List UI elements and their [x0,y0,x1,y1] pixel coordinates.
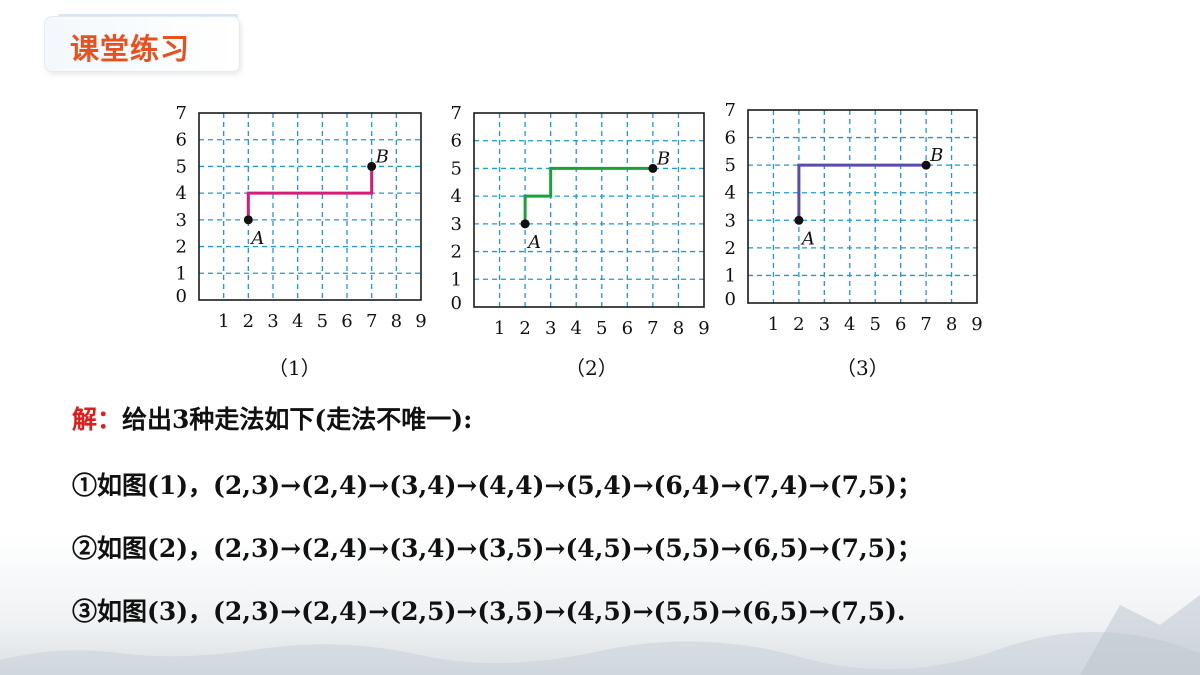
y-tick-label: 1 [176,263,187,284]
x-tick-label: 5 [596,318,607,339]
y-tick-label: 5 [451,158,462,179]
route-path [246,166,374,220]
solution-label: 解： [72,405,123,434]
x-tick-label: 1 [218,311,229,332]
figure-caption-2: （2） [565,356,618,380]
point-a-label: A [526,232,541,253]
x-tick-label: 2 [793,314,804,335]
y-tick-label: 1 [451,269,462,290]
x-tick-label: 2 [243,311,254,332]
x-tick-label: 8 [673,318,684,339]
route-path [797,163,927,221]
point-b-label: B [929,145,943,166]
x-tick-label: 6 [622,318,633,339]
y-tick-label: 6 [451,131,462,152]
x-tick-label: 9 [698,318,709,339]
x-tick-label: 5 [869,314,880,335]
route-path [523,166,653,224]
y-tick-label: 7 [451,103,462,124]
point-b [921,160,931,170]
point-b [367,161,377,171]
figure-caption-3: （3） [836,356,889,380]
y-tick-label: 0 [725,289,736,310]
x-tick-label: 1 [494,318,505,339]
point-a [520,219,530,229]
y-tick-label: 5 [176,156,187,177]
y-tick-label: 0 [451,293,462,314]
x-tick-label: 8 [391,311,402,332]
y-tick-label: 6 [176,130,187,151]
point-a-label: A [249,228,264,249]
y-tick-label: 2 [725,238,736,259]
x-tick-label: 3 [545,318,556,339]
y-tick-label: 7 [176,103,187,124]
y-tick-label: 1 [725,265,736,286]
point-b-label: B [656,148,670,169]
grid-frame [473,112,705,308]
y-tick-label: 4 [451,186,462,207]
grid-frame [198,112,422,301]
x-tick-label: 4 [570,318,581,339]
y-tick-label: 7 [725,100,736,121]
x-tick-label: 9 [415,311,426,332]
point-b-label: B [375,146,389,167]
y-tick-label: 2 [176,237,187,258]
y-tick-label: 6 [725,128,736,149]
y-tick-label: 0 [176,286,187,307]
x-tick-label: 6 [341,311,352,332]
background-hills [0,595,1200,675]
title-tag [44,16,240,72]
y-tick-label: 5 [725,155,736,176]
grid-frame [747,109,978,304]
point-a [794,215,804,225]
solution-line-3: ③如图(3)，(2,3)→(2,4)→(2,5)→(3,5)→(4,5)→(5,… [72,597,906,626]
x-tick-label: 7 [920,314,931,335]
solution-line-2: ②如图(2)，(2,3)→(2,4)→(3,4)→(3,5)→(4,5)→(5,… [72,534,922,563]
y-tick-label: 2 [451,242,462,263]
y-tick-label: 4 [725,183,736,204]
x-tick-label: 9 [971,314,982,335]
y-tick-label: 3 [725,210,736,231]
x-tick-label: 7 [647,318,658,339]
x-tick-label: 7 [366,311,377,332]
x-tick-label: 4 [292,311,303,332]
x-tick-label: 2 [519,318,530,339]
y-tick-label: 4 [176,183,187,204]
x-tick-label: 1 [768,314,779,335]
x-tick-label: 3 [267,311,278,332]
y-tick-label: 3 [451,214,462,235]
solution-intro-line: 解：给出3种走法如下(走法不唯一): [72,400,472,436]
solution-line-1: ①如图(1)，(2,3)→(2,4)→(3,4)→(4,4)→(5,4)→(6,… [72,471,922,500]
point-a-label: A [800,228,815,249]
y-tick-label: 3 [176,210,187,231]
x-tick-label: 5 [317,311,328,332]
figure-caption-1: （1） [268,356,321,380]
point-b [648,163,658,173]
x-tick-label: 4 [844,314,855,335]
page-title: 课堂练习 [70,32,191,66]
x-tick-label: 3 [819,314,830,335]
x-tick-label: 8 [946,314,957,335]
x-tick-label: 6 [895,314,906,335]
solution-intro: 给出3种走法如下(走法不唯一): [122,405,473,434]
point-a [243,215,253,225]
